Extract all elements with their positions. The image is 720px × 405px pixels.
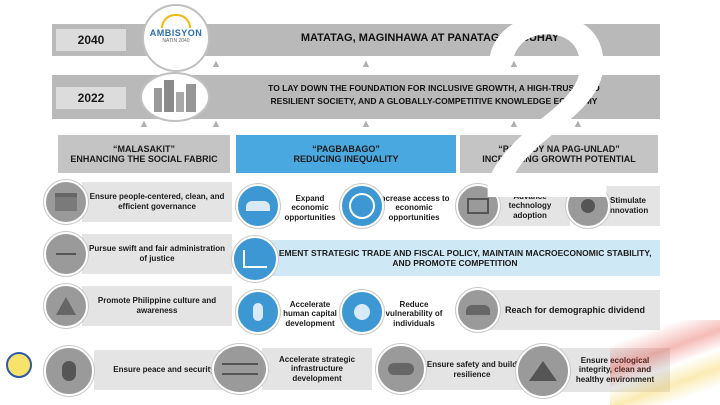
- strategy-governance: Ensure people-centered, clean, and effic…: [82, 182, 232, 222]
- globe-icon: [340, 184, 384, 228]
- up-arrow-icon: ▲: [508, 118, 520, 130]
- up-arrow-icon: ▲: [360, 58, 372, 70]
- pillar-patuloy: “PATULOY NA PAG-UNLAD” INCREASING GROWTH…: [460, 135, 658, 173]
- pillar-malasakit: “MALASAKIT” ENHANCING THE SOCIAL FABRIC: [58, 135, 230, 173]
- up-arrow-icon: ▲: [360, 118, 372, 130]
- strategy-culture: Promote Philippine culture and awareness: [82, 286, 232, 326]
- building-icon: [44, 180, 88, 224]
- protection-icon: [340, 290, 384, 334]
- year-2040-label: 2040: [56, 29, 126, 51]
- lightbulb-icon: [566, 184, 610, 228]
- pillar-subtitle: REDUCING INEQUALITY: [293, 154, 399, 164]
- logo-sun-icon: [161, 14, 191, 28]
- pillar-pagbabago: “PAGBABAGO” REDUCING INEQUALITY: [236, 135, 456, 173]
- family-icon: [236, 290, 280, 334]
- vision-text: MATATAG, MAGINHAWA AT PANATAG NA BUHAY: [300, 32, 560, 44]
- up-arrow-icon: ▲: [210, 118, 222, 130]
- up-arrow-icon: ▲: [138, 118, 150, 130]
- year-2022-label: 2022: [56, 87, 126, 109]
- strategy-safety-resilience: Ensure safety and build resilience: [412, 350, 532, 390]
- slide-number: 2: [474, 0, 620, 253]
- strategy-demographic-dividend: Reach for demographic dividend: [490, 290, 660, 330]
- soldier-icon: [44, 346, 94, 396]
- logo-text: AMBISYON: [149, 28, 203, 38]
- people-group-icon: [236, 184, 280, 228]
- strategy-increase-access: Increase access to economic opportunitie…: [372, 188, 456, 228]
- goal-text-line2: RESILIENT SOCIETY, AND A GLOBALLY-COMPET…: [270, 96, 598, 106]
- strategy-reduce-vulnerability: Reduce vulnerability of individuals: [372, 292, 456, 336]
- pillar-title: “PATULOY NA PAG-UNLAD”: [498, 143, 620, 154]
- pillar-title: “MALASAKIT”: [113, 143, 175, 154]
- strategy-advance-technology: Advance technology adoption: [490, 186, 570, 226]
- population-icon: [456, 288, 500, 332]
- strategy-justice: Pursue swift and fair administration of …: [82, 234, 232, 274]
- storm-icon: [376, 344, 426, 394]
- ambisyon-logo: AMBISYON NATIN 2040: [142, 4, 210, 72]
- goal-text-line1: TO LAY DOWN THE FOUNDATION FOR INCLUSIVE…: [268, 83, 600, 93]
- growth-chart-icon: [232, 236, 278, 282]
- scales-of-justice-icon: [44, 232, 88, 276]
- strategy-trade-fiscal-policy: IMPLEMENT STRATEGIC TRADE AND FISCAL POL…: [250, 240, 660, 276]
- pillar-title: “PAGBABAGO”: [312, 143, 380, 154]
- culture-icon: [44, 284, 88, 328]
- bridge-icon: [212, 344, 268, 394]
- strategy-human-capital: Accelerate human capital development: [270, 292, 350, 336]
- technology-icon: [456, 184, 500, 228]
- pillar-subtitle: ENHANCING THE SOCIAL FABRIC: [70, 154, 218, 164]
- strategy-ecological-integrity: Ensure ecological integrity, clean and h…: [560, 348, 670, 392]
- up-arrow-icon: ▲: [572, 118, 584, 130]
- up-arrow-icon: ▲: [210, 58, 222, 70]
- logo-subtext: NATIN 2040: [162, 38, 190, 44]
- strategy-peace-security: Ensure peace and security: [94, 350, 234, 390]
- seal-icon: [6, 352, 32, 378]
- mountain-icon: [516, 344, 570, 398]
- up-arrow-icon: ▲: [508, 58, 520, 70]
- strategy-infrastructure: Accelerate strategic infrastructure deve…: [262, 348, 372, 390]
- city-illustration: [140, 72, 210, 122]
- pillar-subtitle: INCREASING GROWTH POTENTIAL: [482, 154, 636, 164]
- strategy-expand-opportunities: Expand economic opportunities: [270, 188, 350, 228]
